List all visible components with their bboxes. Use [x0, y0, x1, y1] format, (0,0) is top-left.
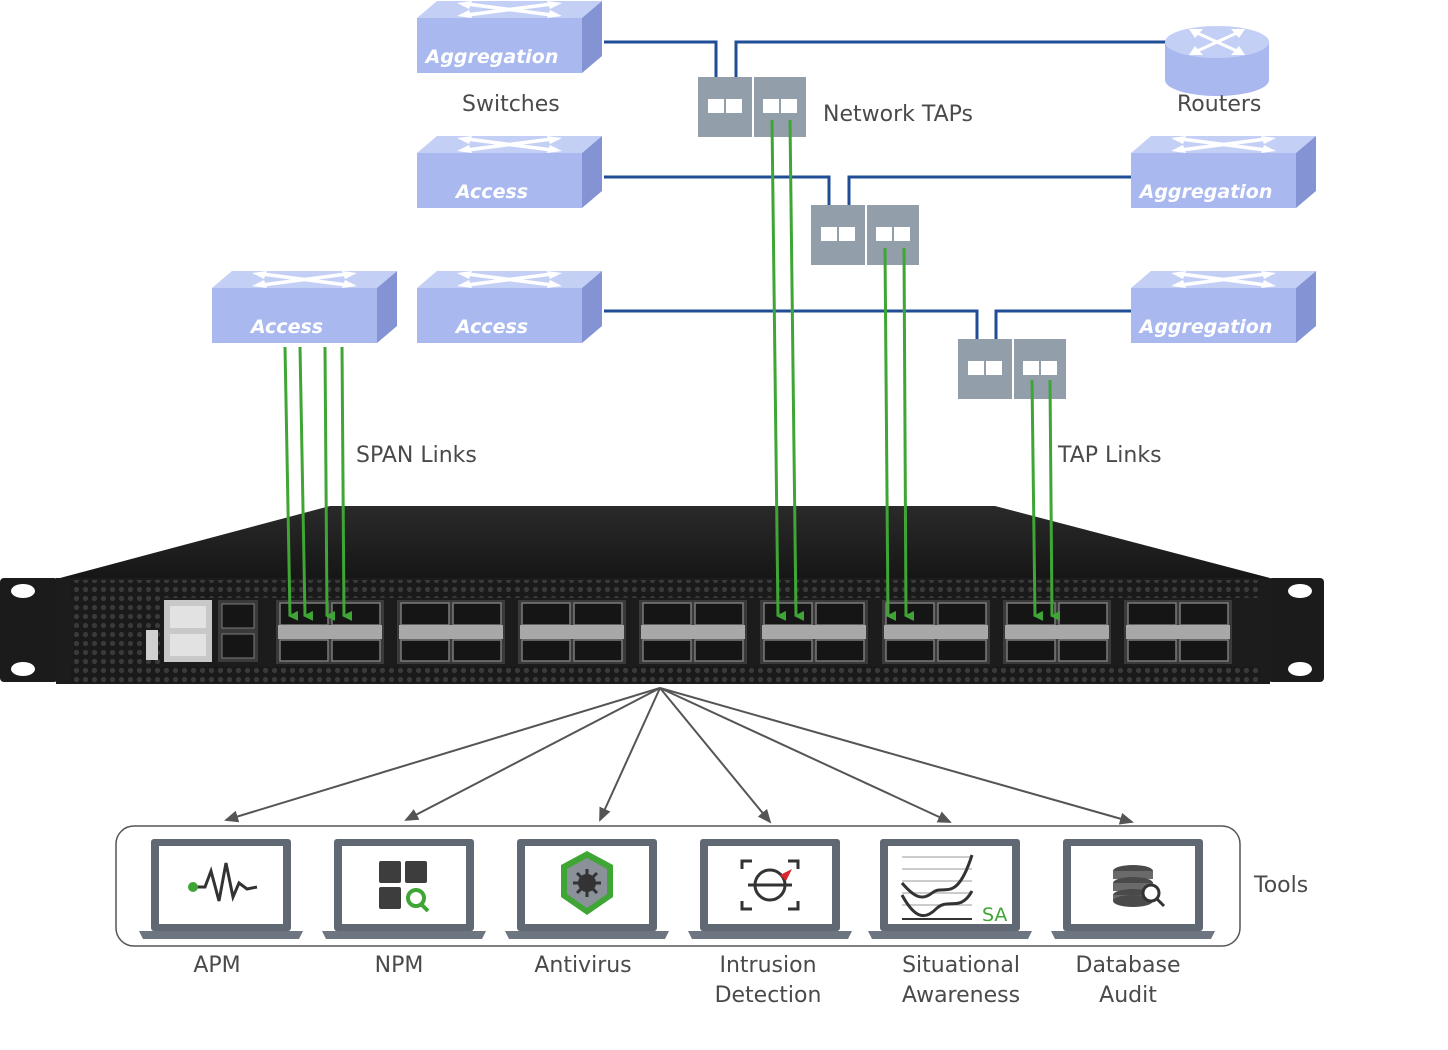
- sa-icon-text: SA: [982, 904, 1007, 926]
- grid-magnifier-icon: [379, 861, 430, 913]
- span-links-label: SPAN Links: [356, 443, 477, 468]
- tool-arrows: [224, 687, 1134, 825]
- tools-group-box: [115, 825, 1241, 947]
- trend-chart-icon: SA: [900, 854, 1007, 926]
- tool-apm: [139, 839, 303, 939]
- switch-access-left: Access: [210, 269, 399, 345]
- switch-label: Aggregation: [1138, 316, 1273, 338]
- tool-npm: [322, 839, 486, 939]
- switch-access-bottom: Access: [415, 269, 604, 345]
- switch-aggregation-right-bottom: Aggregation: [1129, 269, 1318, 345]
- switch-label: Access: [454, 181, 528, 203]
- routers-label: Routers: [1177, 92, 1262, 117]
- network-taps-label: Network TAPs: [823, 102, 973, 127]
- tools-label: Tools: [1254, 873, 1309, 898]
- tool-situational-awareness: SA: [868, 839, 1032, 939]
- tap-links-label: TAP Links: [1058, 443, 1162, 468]
- switch-label: Access: [249, 316, 323, 338]
- switch-label: Access: [454, 316, 528, 338]
- tool-label-antivirus: Antivirus: [534, 953, 632, 978]
- target-scan-icon: [740, 859, 800, 911]
- tool-label-npm: NPM: [374, 953, 424, 978]
- database-search-icon: [1113, 865, 1166, 908]
- tool-database-audit: [1051, 839, 1215, 939]
- link-lines: [283, 119, 1061, 621]
- tool-label-apm: APM: [193, 953, 241, 978]
- tool-intrusion-detection: [688, 839, 852, 939]
- switch-aggregation-right-mid: Aggregation: [1129, 134, 1318, 210]
- switch-access-mid: Access: [415, 134, 604, 210]
- tool-antivirus: [505, 839, 669, 939]
- switch-aggregation-top: Aggregation: [415, 0, 604, 75]
- switch-label: Aggregation: [1138, 181, 1273, 203]
- shield-virus-icon: [561, 851, 613, 915]
- heartbeat-icon: [188, 862, 258, 902]
- switches-label: Switches: [462, 92, 560, 117]
- router-icon: [1165, 26, 1269, 96]
- switch-label: Aggregation: [424, 46, 559, 68]
